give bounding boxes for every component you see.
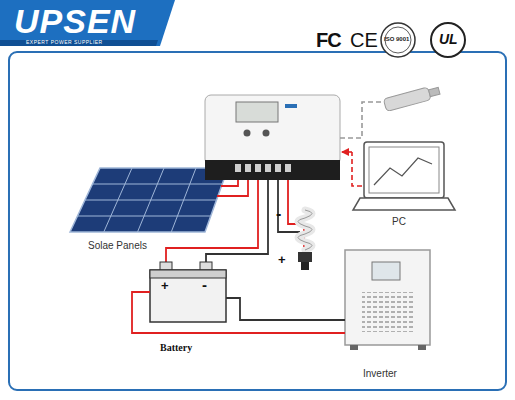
ul-seal (431, 23, 465, 57)
charge-controller (205, 95, 340, 165)
node-label: - (202, 277, 207, 294)
fc-mark: FC (316, 29, 341, 51)
logo-band (0, 0, 175, 46)
panel-cell-line (85, 200, 217, 201)
panel-grid (78, 168, 223, 232)
ce-mark: CE (350, 29, 378, 51)
node-label: + (278, 253, 286, 267)
bulb-group: -+ (290, 205, 330, 277)
node-label: Inverter (363, 368, 397, 379)
logo-stripe (0, 40, 158, 46)
brand-logo: UPSEN (14, 3, 136, 40)
inverter-group: Inverter (345, 250, 430, 345)
laptop (353, 142, 455, 210)
controller-terminals (235, 164, 291, 172)
pc-link-arrow (342, 151, 352, 153)
pc-group: PC (352, 140, 458, 212)
iso-seal-ring (385, 27, 411, 53)
brand-tagline: EXPERT POWER SUPPLIER (26, 40, 103, 46)
solar-panel (70, 168, 228, 232)
controller-button (244, 130, 251, 137)
frame (9, 52, 506, 390)
inverter (345, 250, 430, 350)
node-label: Solae Panels (88, 240, 147, 251)
node-label: PC (392, 216, 406, 227)
ul-mark: UL (439, 32, 458, 47)
car-plug (383, 84, 440, 111)
panel-wire (217, 180, 248, 196)
power-wire (132, 292, 345, 333)
iso-seal (381, 23, 415, 57)
battery-group: +-Battery (150, 262, 226, 322)
solar-panel-group: Solae Panels (70, 168, 230, 234)
bulb-symbol (298, 210, 312, 270)
battery (150, 262, 226, 322)
panel-cell-line (171, 168, 196, 232)
node-label: - (276, 205, 281, 223)
battery-wire (166, 180, 258, 262)
car-plug-cable (340, 102, 384, 138)
power-wire (226, 298, 345, 320)
battery-label: Battery (160, 342, 192, 353)
controller-button (263, 130, 270, 137)
panel-wire (221, 180, 238, 186)
pc-link (352, 152, 362, 186)
battery-wire (206, 180, 268, 262)
controller-badge (285, 104, 297, 108)
controller-terminal-strip (205, 160, 340, 180)
iso-mark: ISO 9001 (384, 36, 409, 43)
panel-cell-line (78, 216, 211, 217)
node-label: + (161, 279, 169, 293)
controller-lcd (236, 102, 278, 122)
